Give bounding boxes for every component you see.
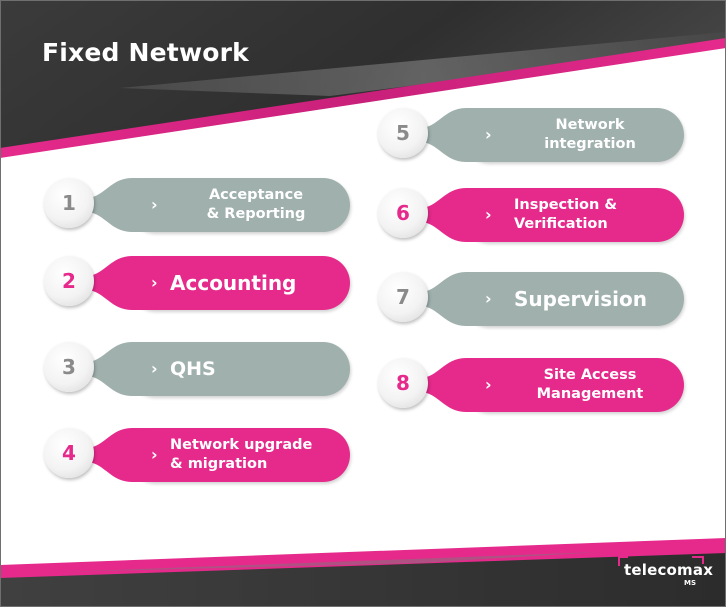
item-number: 1 bbox=[62, 191, 76, 215]
item-label: Supervision bbox=[514, 286, 648, 311]
chevron-right-icon: › bbox=[151, 273, 158, 292]
list-item[interactable]: 7 › Supervision bbox=[378, 272, 688, 326]
item-pill bbox=[462, 188, 684, 242]
item-pill bbox=[462, 108, 684, 162]
list-item[interactable]: 2 › Accounting bbox=[44, 256, 354, 310]
chevron-right-icon: › bbox=[485, 375, 492, 394]
item-number: 2 bbox=[62, 269, 76, 293]
item-number: 8 bbox=[396, 371, 410, 395]
item-connector-shape bbox=[420, 108, 492, 162]
item-label: Accounting bbox=[170, 270, 297, 295]
number-circle: 8 bbox=[378, 358, 428, 408]
item-label: Network integration bbox=[544, 117, 636, 152]
page-title: Fixed Network bbox=[42, 38, 249, 67]
logo-corner-mark bbox=[618, 556, 628, 566]
header-band-shape bbox=[120, 32, 726, 96]
number-circle: 3 bbox=[44, 342, 94, 392]
item-connector-shape bbox=[420, 358, 492, 412]
item-connector-shape bbox=[420, 272, 492, 326]
number-circle: 5 bbox=[378, 108, 428, 158]
item-label: Acceptance & Reporting bbox=[206, 187, 306, 222]
item-number: 3 bbox=[62, 355, 76, 379]
item-connector-shape bbox=[420, 188, 492, 242]
logo-suffix: MS bbox=[684, 579, 697, 587]
number-circle: 6 bbox=[378, 188, 428, 238]
item-pill bbox=[128, 428, 350, 482]
item-label: Network upgrade & migration bbox=[170, 437, 313, 472]
item-pill bbox=[128, 178, 350, 232]
chevron-right-icon: › bbox=[151, 445, 158, 464]
number-circle: 4 bbox=[44, 428, 94, 478]
item-connector-shape bbox=[86, 256, 158, 310]
chevron-right-icon: › bbox=[485, 205, 492, 224]
list-item[interactable]: 4 › Network upgrade & migration bbox=[44, 428, 354, 482]
item-connector-shape bbox=[86, 178, 158, 232]
item-number: 4 bbox=[62, 441, 76, 465]
chevron-right-icon: › bbox=[485, 125, 492, 144]
chevron-right-icon: › bbox=[151, 195, 158, 214]
number-circle: 7 bbox=[378, 272, 428, 322]
chevron-right-icon: › bbox=[485, 289, 492, 308]
item-number: 6 bbox=[396, 201, 410, 225]
item-label: Site Access Management bbox=[536, 367, 644, 402]
number-circle: 2 bbox=[44, 256, 94, 306]
header-pink-stripe bbox=[0, 38, 726, 158]
item-connector-shape bbox=[86, 342, 158, 396]
logo-corner-mark bbox=[692, 556, 704, 564]
list-item[interactable]: 1 › Acceptance & Reporting bbox=[44, 178, 354, 232]
item-pill bbox=[462, 358, 684, 412]
item-pill bbox=[128, 342, 350, 396]
item-label: Inspection & Verification bbox=[514, 197, 618, 232]
item-connector-shape bbox=[86, 428, 158, 482]
list-item[interactable]: 8 › Site Access Management bbox=[378, 358, 688, 412]
list-item[interactable]: 3 › QHS bbox=[44, 342, 354, 396]
item-label: QHS bbox=[170, 357, 216, 380]
item-pill bbox=[462, 272, 684, 326]
list-item[interactable]: 5 › Network integration bbox=[378, 108, 688, 162]
footer-band-shape bbox=[60, 552, 600, 572]
footer-dark-shape bbox=[0, 553, 726, 607]
list-item[interactable]: 6 › Inspection & Verification bbox=[378, 188, 688, 242]
number-circle: 1 bbox=[44, 178, 94, 228]
footer-pink-stripe bbox=[0, 538, 726, 580]
item-pill bbox=[128, 256, 350, 310]
item-number: 5 bbox=[396, 121, 410, 145]
logo-wordmark: telecomax bbox=[624, 561, 714, 579]
item-number: 7 bbox=[396, 285, 410, 309]
chevron-right-icon: › bbox=[151, 359, 158, 378]
